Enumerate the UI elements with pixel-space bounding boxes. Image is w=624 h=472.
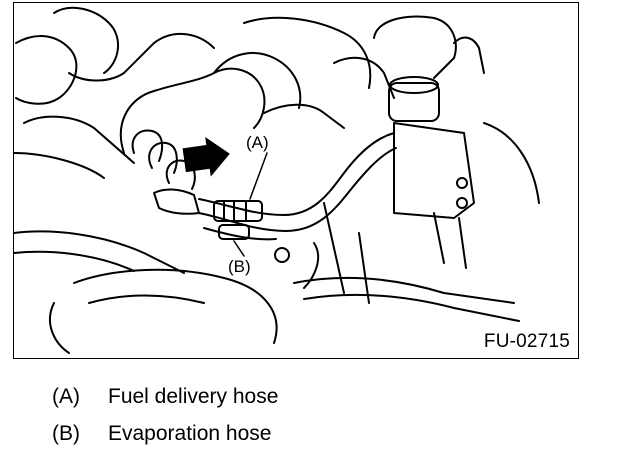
lower-part-outline xyxy=(14,230,185,274)
lower-pipe xyxy=(293,276,515,304)
legend-key: (B) xyxy=(52,422,80,445)
legend-key: (A) xyxy=(52,385,80,408)
fitting xyxy=(274,247,290,263)
manifold-outline xyxy=(333,56,395,99)
frame-line xyxy=(323,202,370,304)
regulator-cap xyxy=(389,76,439,94)
arrow-icon xyxy=(182,137,230,177)
figure-id: FU-02715 xyxy=(483,331,570,352)
lower-part-outline xyxy=(49,302,70,354)
hand-finger xyxy=(165,159,196,190)
engine-illustration xyxy=(14,6,540,354)
component-outline xyxy=(373,15,457,79)
bolt xyxy=(456,177,468,189)
bolt xyxy=(456,197,468,209)
fuel-delivery-hose xyxy=(198,147,397,232)
legend-item: (A) Fuel delivery hose xyxy=(52,385,278,422)
fuel-delivery-hose xyxy=(198,132,395,216)
diagram-figure: (A) (B) FU-02715 xyxy=(13,2,579,359)
engine-part-outline xyxy=(14,152,105,179)
callout-b: (B) xyxy=(228,257,251,276)
legend-text: Fuel delivery hose xyxy=(108,385,279,408)
lower-part-outline xyxy=(73,268,278,344)
hand-finger xyxy=(148,141,178,174)
engine-part-outline xyxy=(15,35,78,105)
hose-clamp xyxy=(218,224,250,240)
callout-leader-b xyxy=(233,240,245,257)
engine-part-outline xyxy=(23,115,135,164)
hand-finger xyxy=(131,129,164,162)
hand-outline xyxy=(213,52,302,109)
pipe-outline xyxy=(483,122,540,204)
legend-text: Evaporation hose xyxy=(108,422,272,445)
component-outline xyxy=(453,36,485,74)
pipe-stub xyxy=(153,188,200,215)
manifold-outline xyxy=(263,103,345,129)
lower-part-outline xyxy=(303,242,320,289)
engine-part-outline xyxy=(68,32,215,82)
bracket-outline xyxy=(393,122,475,219)
legend: (A) Fuel delivery hose (B) Evaporation h… xyxy=(52,385,278,459)
regulator-body xyxy=(388,82,440,122)
evaporation-hose xyxy=(203,227,277,241)
bracket-leg xyxy=(433,212,467,269)
hose-connector xyxy=(213,200,263,222)
lower-part-outline xyxy=(14,250,135,272)
lower-pipe xyxy=(303,293,520,322)
connector-ridges xyxy=(223,200,247,222)
legend-item: (B) Evaporation hose xyxy=(52,422,278,459)
engine-part-outline xyxy=(53,6,120,74)
lower-part-outline xyxy=(88,294,205,304)
callout-leader-a xyxy=(249,152,268,200)
manifold-outline xyxy=(243,16,372,89)
callout-a: (A) xyxy=(246,133,269,152)
